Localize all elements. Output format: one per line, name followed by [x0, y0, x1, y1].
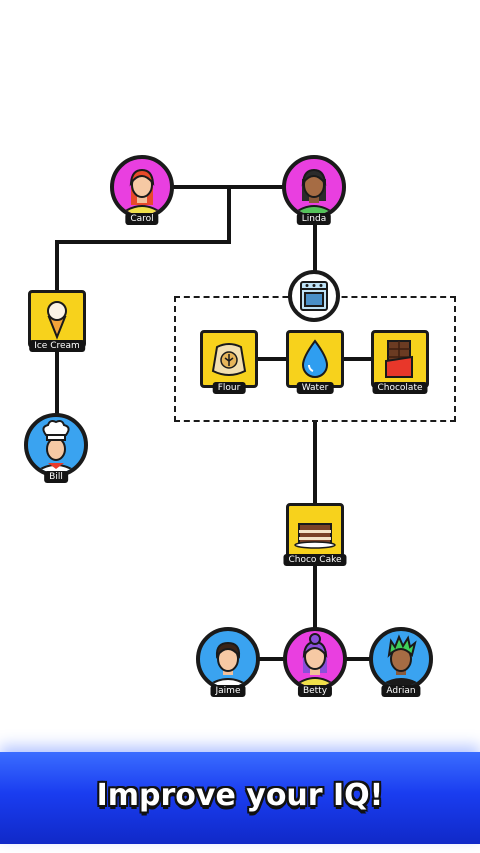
cake-icon — [294, 523, 336, 549]
ice-cream-label: Ice Cream — [29, 340, 85, 352]
item-ice-cream[interactable]: Ice Cream — [28, 290, 88, 352]
line-couple-to-icecream — [55, 185, 231, 292]
flour-label: Flour — [212, 382, 246, 394]
water-drop-icon — [301, 339, 329, 378]
choco-cake-tile — [286, 503, 344, 561]
linda-name-label: Linda — [296, 213, 332, 225]
promo-banner — [0, 752, 480, 844]
woman-face-icon — [118, 168, 166, 215]
promo-banner-text: Improve your IQ! — [96, 778, 384, 813]
man-face-icon — [204, 641, 252, 687]
person-jaime[interactable]: Jaime — [196, 627, 262, 699]
oven-icon — [300, 281, 328, 311]
ice-cream-icon — [47, 301, 67, 340]
adrian-name-label: Adrian — [381, 685, 421, 697]
betty-name-label: Betty — [297, 685, 333, 697]
chocolate-tile — [371, 330, 429, 388]
jaime-name-label: Jaime — [210, 685, 246, 697]
item-water[interactable]: Water — [286, 330, 346, 396]
chocolate-label: Chocolate — [372, 382, 428, 394]
adrian-avatar — [369, 627, 433, 691]
water-label: Water — [296, 382, 334, 394]
jaime-avatar — [196, 627, 260, 691]
item-flour[interactable]: Flour — [200, 330, 260, 396]
man-face-icon — [377, 634, 425, 687]
person-betty[interactable]: Betty — [283, 627, 349, 699]
betty-avatar — [283, 627, 347, 691]
woman-face-icon — [290, 168, 338, 215]
person-adrian[interactable]: Adrian — [369, 627, 435, 699]
item-chocolate[interactable]: Chocolate — [371, 330, 431, 396]
bill-avatar — [24, 413, 88, 477]
ice-cream-tile — [28, 290, 86, 348]
linda-avatar — [282, 155, 346, 219]
flour-sack-icon — [211, 343, 247, 376]
water-tile — [286, 330, 344, 388]
choco-cake-label: Choco Cake — [283, 554, 347, 566]
carol-avatar — [110, 155, 174, 219]
carol-name-label: Carol — [125, 213, 159, 225]
person-linda[interactable]: Linda — [282, 155, 348, 225]
woman-face-icon — [291, 633, 339, 687]
chef-face-icon — [32, 420, 80, 473]
person-bill[interactable]: Bill — [24, 413, 90, 485]
chocolate-bar-icon — [385, 340, 413, 378]
bill-name-label: Bill — [44, 471, 68, 483]
flour-tile — [200, 330, 258, 388]
item-oven[interactable] — [288, 270, 342, 324]
person-carol[interactable]: Carol — [110, 155, 176, 225]
item-choco-cake[interactable]: Choco Cake — [283, 503, 347, 567]
oven-circle — [288, 270, 340, 322]
